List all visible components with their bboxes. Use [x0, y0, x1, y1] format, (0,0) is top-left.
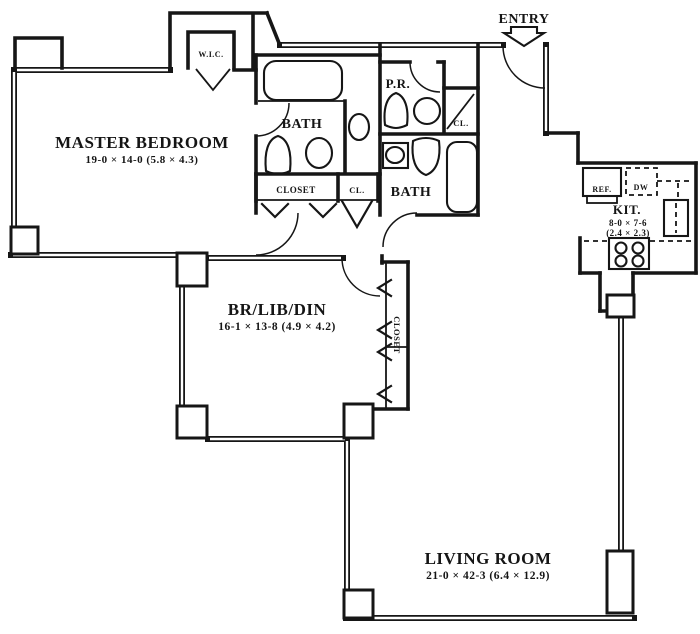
powder-room-door-arc — [409, 61, 441, 93]
range — [607, 236, 651, 271]
second-bathtub — [445, 140, 479, 214]
master-closet-label: CLOSET — [276, 185, 316, 195]
fixtures — [262, 25, 694, 271]
second-bath-label: BATH — [391, 185, 432, 200]
entry-door-arc — [502, 45, 546, 89]
kitchen-label: KIT. — [613, 202, 641, 217]
kitchen-dims-m: (2.4 × 2.3) — [606, 228, 650, 238]
br-room-door-arc — [341, 257, 381, 297]
hall-cl-label: CL. — [453, 118, 468, 128]
br-lib-din-dims: 16-1 × 13-8 (4.9 × 4.2) — [218, 321, 336, 333]
second-bath-sink-counter — [381, 141, 410, 170]
powder-room-sink — [412, 96, 442, 126]
thin-details — [195, 68, 475, 408]
master-toilet — [264, 134, 292, 176]
master-bedroom-label: MASTER BEDROOM — [55, 133, 229, 152]
second-bath-sink — [384, 145, 406, 165]
door-arcs — [255, 45, 546, 297]
master-cl-label: CL. — [349, 185, 364, 195]
burner — [631, 254, 645, 268]
interior-walls — [13, 10, 698, 411]
br-lib-din-label: BR/LIB/DIN — [228, 300, 327, 319]
master-bedroom-dims: 19-0 × 14-0 (5.8 × 4.3) — [86, 154, 199, 166]
vanity-sink — [347, 112, 371, 142]
exterior-walls — [8, 42, 637, 621]
dishwasher-label: DW — [634, 183, 649, 192]
wic-label: W.I.C. — [198, 50, 223, 59]
living-room-dims: 21-0 × 42-3 (6.4 × 12.9) — [426, 570, 550, 582]
wic-door-notch — [195, 68, 231, 92]
dishwasher — [625, 167, 658, 196]
br-closet-label: CLOSET — [392, 316, 402, 354]
entry-label: ENTRY — [498, 12, 549, 27]
master-bath-label: BATH — [282, 117, 323, 132]
refrigerator-base — [586, 195, 618, 204]
powder-room-label: P.R. — [386, 76, 411, 91]
master-bath-door-arc — [255, 102, 290, 137]
columns — [9, 225, 636, 620]
second-bath-toilet — [411, 136, 441, 177]
second-bath-door-arc — [382, 212, 418, 248]
labels: MASTER BEDROOM 19-0 × 14-0 (5.8 × 4.3) B… — [55, 12, 650, 582]
entry-arrow-icon — [500, 25, 548, 48]
refrigerator-label: REF. — [592, 185, 611, 194]
master-bedroom-door-arc — [255, 212, 299, 256]
closet-door-marks — [260, 199, 393, 404]
living-room-label: LIVING ROOM — [425, 549, 552, 568]
master-sink — [304, 136, 334, 170]
kitchen-sink — [662, 198, 690, 238]
burner — [614, 241, 628, 255]
kitchen-dims-ft: 8-0 × 7-6 — [609, 218, 647, 228]
burner — [614, 254, 628, 268]
master-bathtub — [262, 59, 344, 102]
powder-room-toilet — [383, 91, 409, 130]
burner — [631, 241, 645, 255]
